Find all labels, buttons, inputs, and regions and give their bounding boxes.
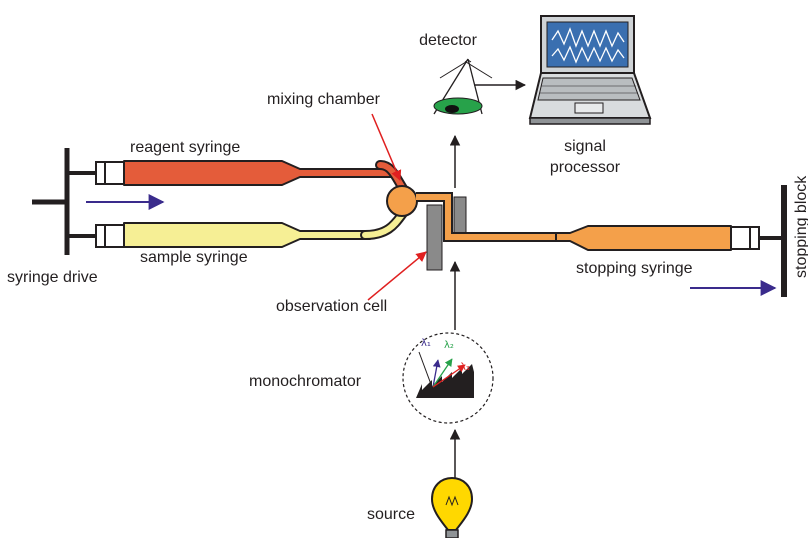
detector-label: detector — [419, 32, 477, 49]
lambda2-ray — [432, 358, 453, 388]
source-label: source — [367, 506, 415, 523]
incident-beam — [418, 351, 433, 388]
signal-label: signal — [564, 138, 606, 155]
mixed-flow-path-fill — [416, 194, 560, 240]
stopping-syringe — [555, 225, 782, 251]
monochromator-label: monochromator — [249, 373, 362, 390]
detector-cone-icon — [433, 58, 493, 115]
sample-syringe — [95, 222, 371, 248]
lambda1-ray — [432, 359, 441, 388]
syringe-drive — [32, 148, 96, 255]
lambda1-label: λ₁ — [421, 338, 431, 349]
processor-label: processor — [550, 159, 621, 176]
lambda3-label: λ₃ — [460, 362, 470, 373]
reagent-syringe-label: reagent syringe — [130, 139, 240, 156]
observation-cell-pointer — [367, 251, 427, 301]
mixing-chamber-label: mixing chamber — [267, 91, 381, 108]
sample-syringe-label: sample syringe — [140, 249, 248, 266]
syringe-drive-label: syringe drive — [7, 269, 98, 286]
mixing-chamber-pointer — [371, 113, 402, 181]
diffraction-grating-icon — [416, 364, 474, 398]
reagent-syringe — [95, 160, 396, 186]
mixing-chamber — [386, 185, 418, 217]
stopping-syringe-label: stopping syringe — [576, 260, 693, 277]
lambda2-label: λ₂ — [444, 340, 454, 351]
cell-wall-left — [426, 204, 443, 271]
laptop-icon — [528, 15, 652, 125]
cell-wall-right — [453, 196, 467, 238]
lightbulb-icon — [430, 476, 474, 538]
observation-cell-label: observation cell — [276, 298, 387, 315]
lambda3-ray — [432, 364, 466, 388]
stopping-block-label: stopping block — [793, 175, 808, 278]
